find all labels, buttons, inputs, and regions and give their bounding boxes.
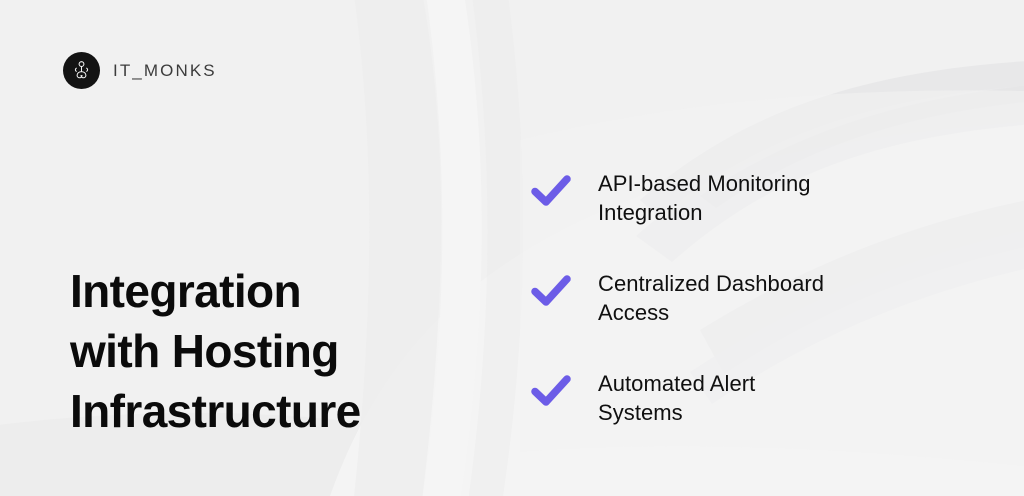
list-item: Automated Alert Systems: [528, 363, 958, 463]
list-item: Centralized Dashboard Access: [528, 263, 958, 363]
brand-logo[interactable]: IT_MONKS: [63, 52, 217, 89]
brand-name: IT_MONKS: [113, 60, 217, 80]
it-monks-monogram-icon: [63, 52, 100, 89]
check-icon: [528, 167, 574, 213]
check-icon: [528, 367, 574, 413]
list-item-label: Automated Alert Systems: [598, 371, 756, 426]
feature-list: API-based Monitoring Integration Central…: [528, 163, 958, 463]
list-item-label: API-based Monitoring Integration: [598, 171, 811, 226]
list-item-label: Centralized Dashboard Access: [598, 271, 825, 326]
check-icon: [528, 267, 574, 313]
page-title: Integration with Hosting Infrastructure: [70, 265, 361, 437]
list-item: API-based Monitoring Integration: [528, 163, 958, 263]
